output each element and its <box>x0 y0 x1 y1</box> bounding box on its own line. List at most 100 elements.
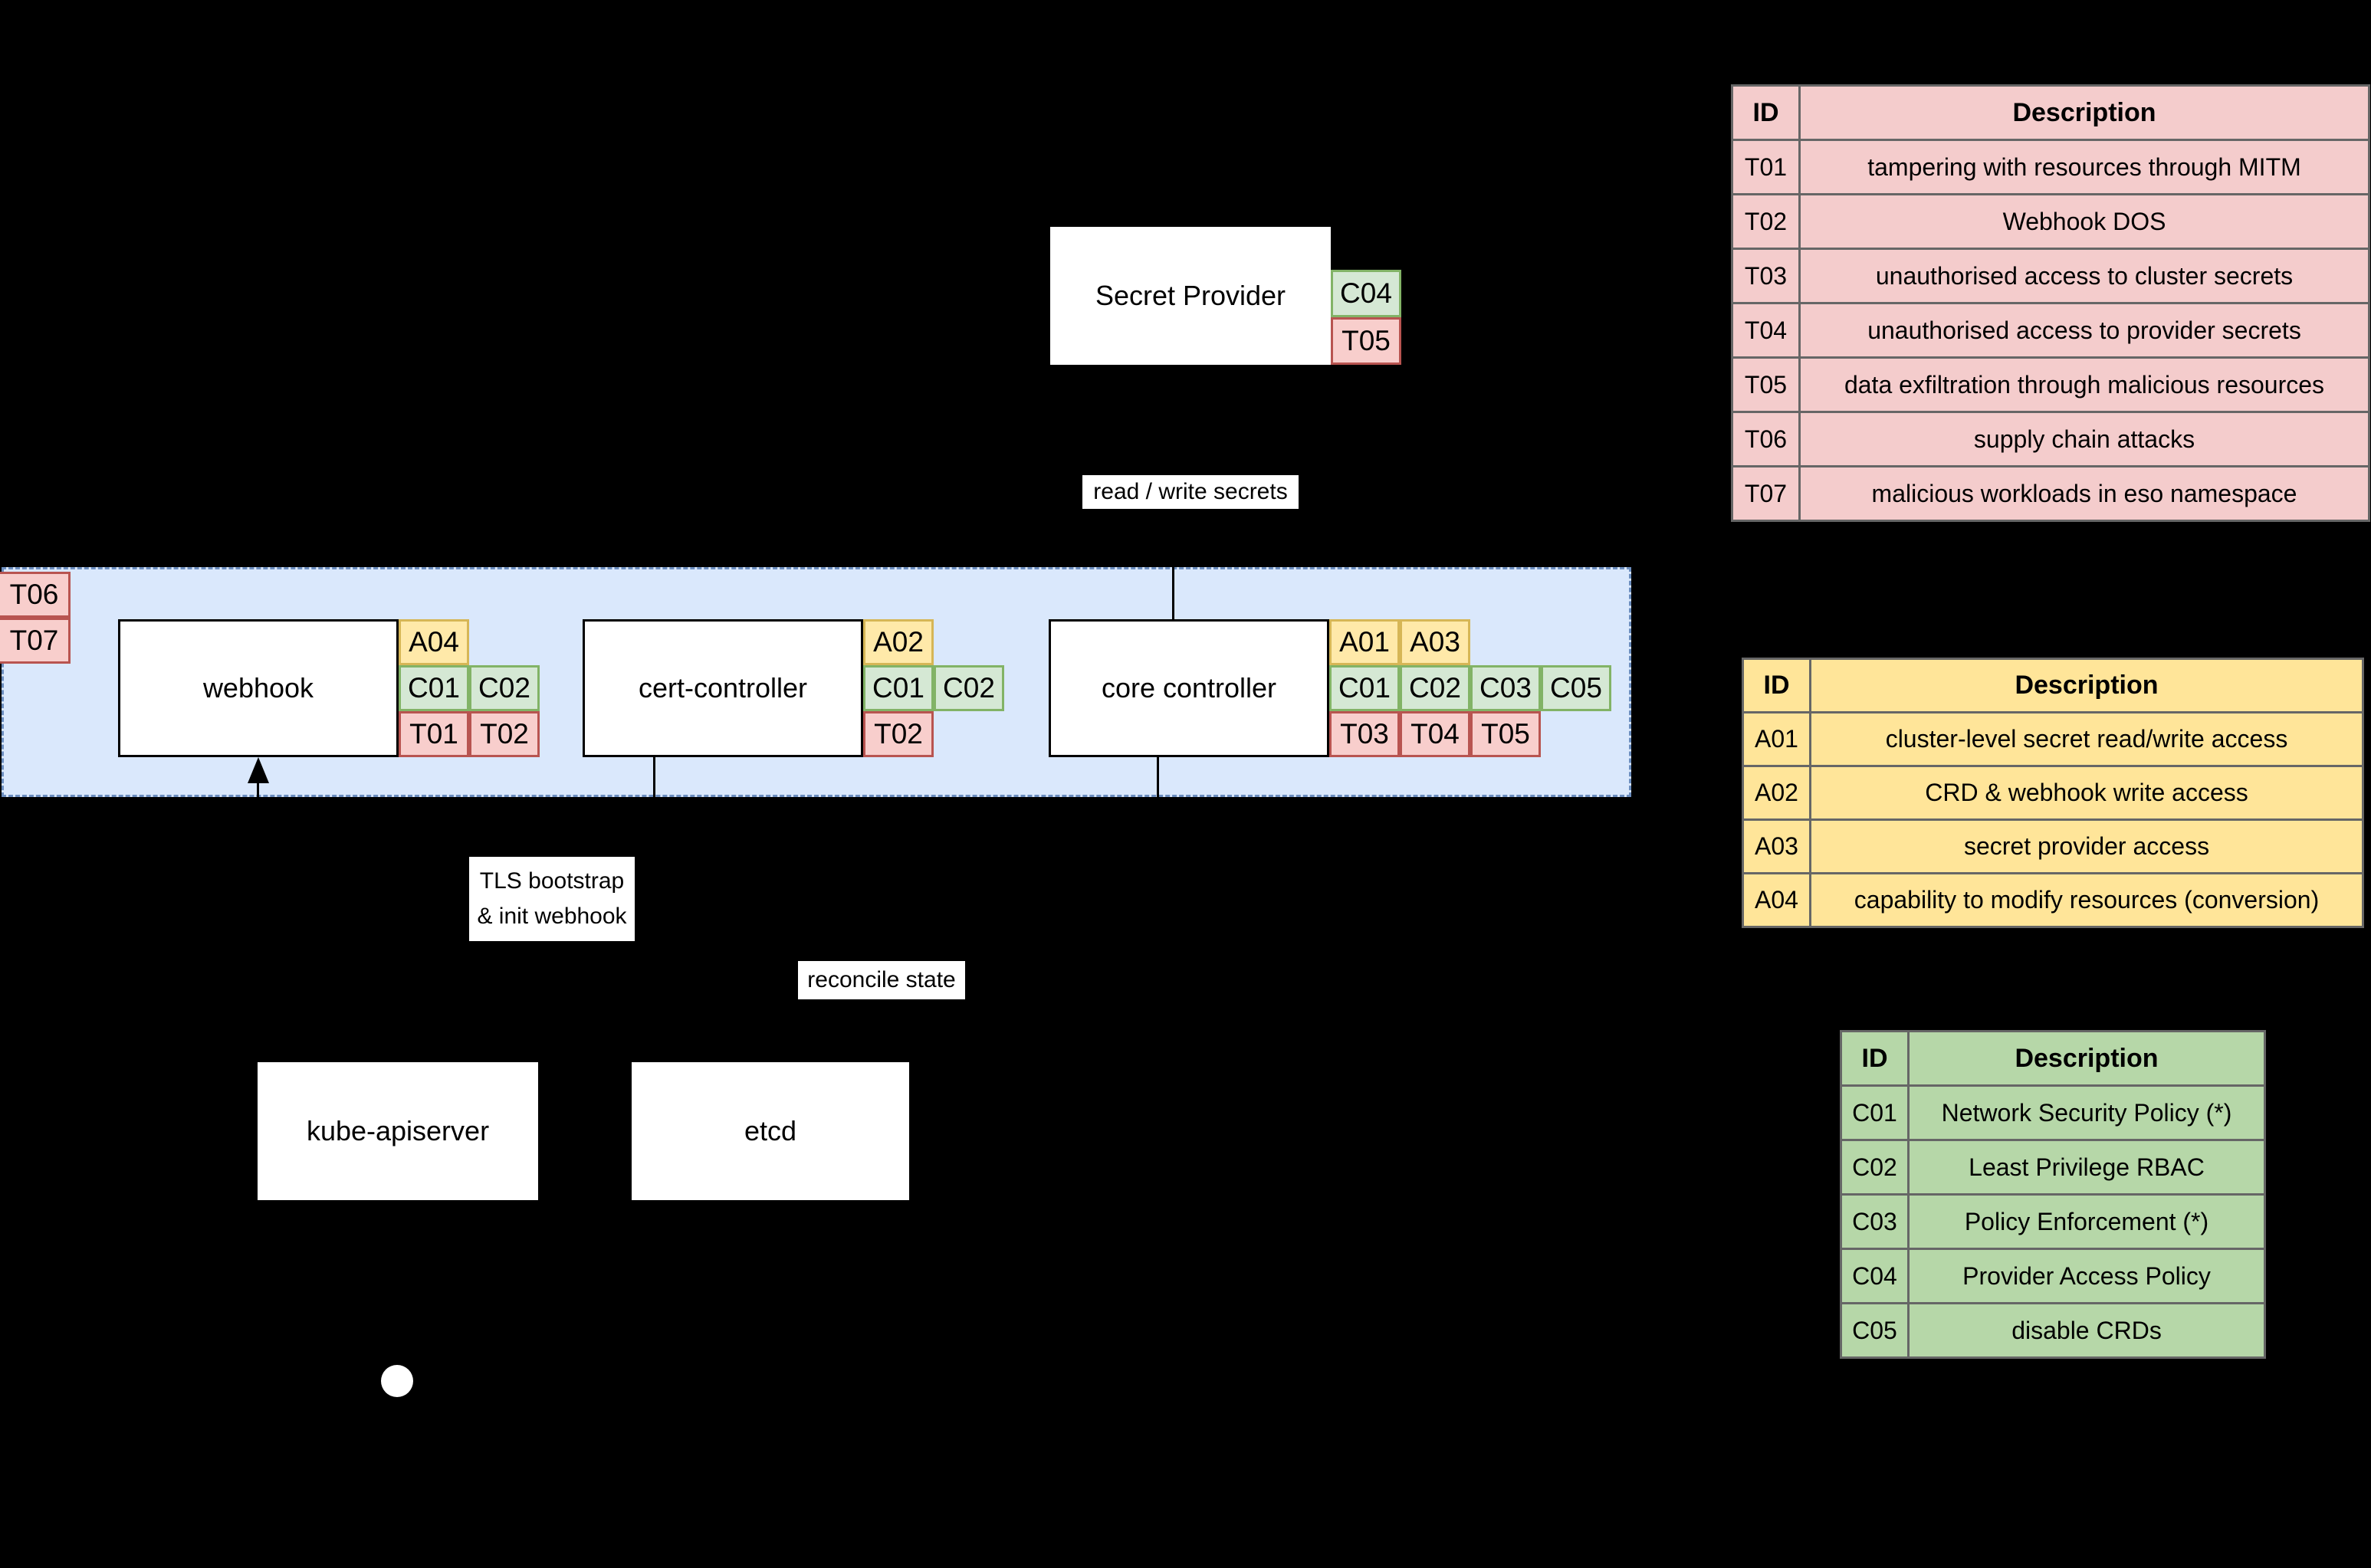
table-cell: Network Security Policy (*) <box>1907 1084 2266 1141</box>
table-header-cell: Description <box>1798 84 2370 141</box>
table-cell: Least Privilege RBAC <box>1907 1139 2266 1196</box>
table-cell: C04 <box>1840 1248 1910 1304</box>
tag-T05: T05 <box>1331 317 1401 365</box>
tag-row: T06 <box>0 572 71 618</box>
tag-row: T02 <box>863 711 1004 757</box>
table-cell: T06 <box>1731 411 1801 467</box>
connector-corecontroller-down <box>1157 757 1159 798</box>
table-cell: malicious workloads in eso namespace <box>1798 465 2370 522</box>
tag-C02: C02 <box>1400 665 1470 711</box>
connector-certcontroller-down <box>653 757 655 798</box>
edge-endpoint-dot <box>381 1365 413 1397</box>
table-cell: T04 <box>1731 302 1801 359</box>
tag-T06: T06 <box>0 572 71 618</box>
tag-C04: C04 <box>1331 270 1401 317</box>
tag-A01: A01 <box>1329 619 1400 665</box>
tag-row: T07 <box>0 618 71 664</box>
tag-T01: T01 <box>399 711 469 757</box>
table-cell: T02 <box>1731 193 1801 250</box>
table-header-cell: ID <box>1742 658 1811 713</box>
tag-C01: C01 <box>399 665 469 711</box>
tag-row: T05 <box>1331 317 1401 365</box>
table-cell: C01 <box>1840 1084 1910 1141</box>
tag-T03: T03 <box>1329 711 1400 757</box>
tag-row: C04 <box>1331 270 1401 317</box>
connector-secretprovider-corecontroller <box>1172 567 1174 621</box>
tag-row: A02 <box>863 619 1004 665</box>
table-cell: A03 <box>1742 818 1811 874</box>
table-header-cell: Description <box>1809 658 2364 713</box>
connector-webhook-up-stem <box>257 782 259 798</box>
table-header-cell: ID <box>1731 84 1801 141</box>
table-cell: T07 <box>1731 465 1801 522</box>
tag-A03: A03 <box>1400 619 1470 665</box>
table-cell: C03 <box>1840 1193 1910 1250</box>
table-header-cell: ID <box>1840 1030 1910 1087</box>
tag-T02: T02 <box>863 711 934 757</box>
tag-C02: C02 <box>934 665 1004 711</box>
node-kube-apiserver: kube-apiserver <box>258 1062 538 1200</box>
table-cell: T05 <box>1731 356 1801 413</box>
tag-T02: T02 <box>469 711 540 757</box>
table-cell: A04 <box>1742 872 1811 928</box>
edge-label-reconcile-state: reconcile state <box>798 961 965 999</box>
table-cell: tampering with resources through MITM <box>1798 139 2370 195</box>
tag-A02: A02 <box>863 619 934 665</box>
edge-label-read-write-secrets: read / write secrets <box>1082 475 1299 509</box>
table-cell: Provider Access Policy <box>1907 1248 2266 1304</box>
table-cell: A01 <box>1742 711 1811 767</box>
table-cell: T01 <box>1731 139 1801 195</box>
table-cell: disable CRDs <box>1907 1302 2266 1359</box>
table-cell: C02 <box>1840 1139 1910 1196</box>
tag-T05: T05 <box>1470 711 1541 757</box>
tag-T07: T07 <box>0 618 71 664</box>
node-secret-provider: Secret Provider <box>1050 227 1331 365</box>
tag-C03: C03 <box>1470 665 1541 711</box>
tag-C01: C01 <box>1329 665 1400 711</box>
table-cell: CRD & webhook write access <box>1809 765 2364 821</box>
table-cell: secret provider access <box>1809 818 2364 874</box>
table-cell: cluster-level secret read/write access <box>1809 711 2364 767</box>
table-cell: C05 <box>1840 1302 1910 1359</box>
tag-C05: C05 <box>1541 665 1611 711</box>
table-cell: A02 <box>1742 765 1811 821</box>
edge-label-tls-bootstrap: TLS bootstrap & init webhook <box>469 857 635 941</box>
table-cell: unauthorised access to cluster secrets <box>1798 248 2370 304</box>
table-cell: data exfiltration through malicious reso… <box>1798 356 2370 413</box>
table-cell: Policy Enforcement (*) <box>1907 1193 2266 1250</box>
node-etcd: etcd <box>632 1062 909 1200</box>
table-header-cell: Description <box>1907 1030 2266 1087</box>
tag-row: A04 <box>399 619 540 665</box>
table-cell: unauthorised access to provider secrets <box>1798 302 2370 359</box>
tag-C01: C01 <box>863 665 934 711</box>
table-cell: Webhook DOS <box>1798 193 2370 250</box>
